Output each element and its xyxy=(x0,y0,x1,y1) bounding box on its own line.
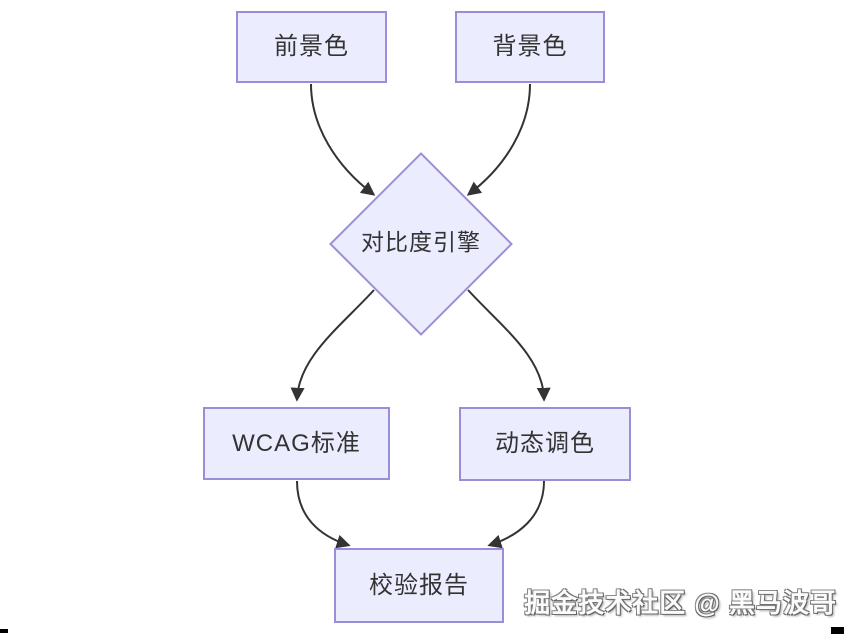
node-foreground-label: 前景色 xyxy=(274,33,349,60)
node-dynamic-palette: 动态调色 xyxy=(459,407,631,481)
node-dynamic-label: 动态调色 xyxy=(495,430,595,457)
node-background-label: 背景色 xyxy=(492,33,568,60)
edge-engine-to-wcag xyxy=(290,289,375,402)
node-wcag-label: WCAG标准 xyxy=(232,429,361,457)
edge-wcag-to-report xyxy=(296,480,351,549)
edge-engine-to-dynamic xyxy=(467,289,551,402)
edge-background-to-engine xyxy=(466,83,531,196)
node-background-color: 背景色 xyxy=(455,11,605,83)
corner-artifact-bottom-right xyxy=(831,627,844,634)
edge-dynamic-to-report xyxy=(487,480,545,549)
watermark-text: 掘金技术社区 @ 黑马波哥 xyxy=(524,588,837,618)
node-wcag-standard: WCAG标准 xyxy=(203,407,390,480)
node-foreground-color: 前景色 xyxy=(236,11,387,83)
node-report-label: 校验报告 xyxy=(369,571,469,599)
node-contrast-engine-label: 对比度引擎 xyxy=(361,229,481,255)
edge-foreground-to-engine xyxy=(310,83,376,196)
node-validation-report: 校验报告 xyxy=(334,548,504,623)
corner-artifact-bottom-left xyxy=(0,629,8,633)
